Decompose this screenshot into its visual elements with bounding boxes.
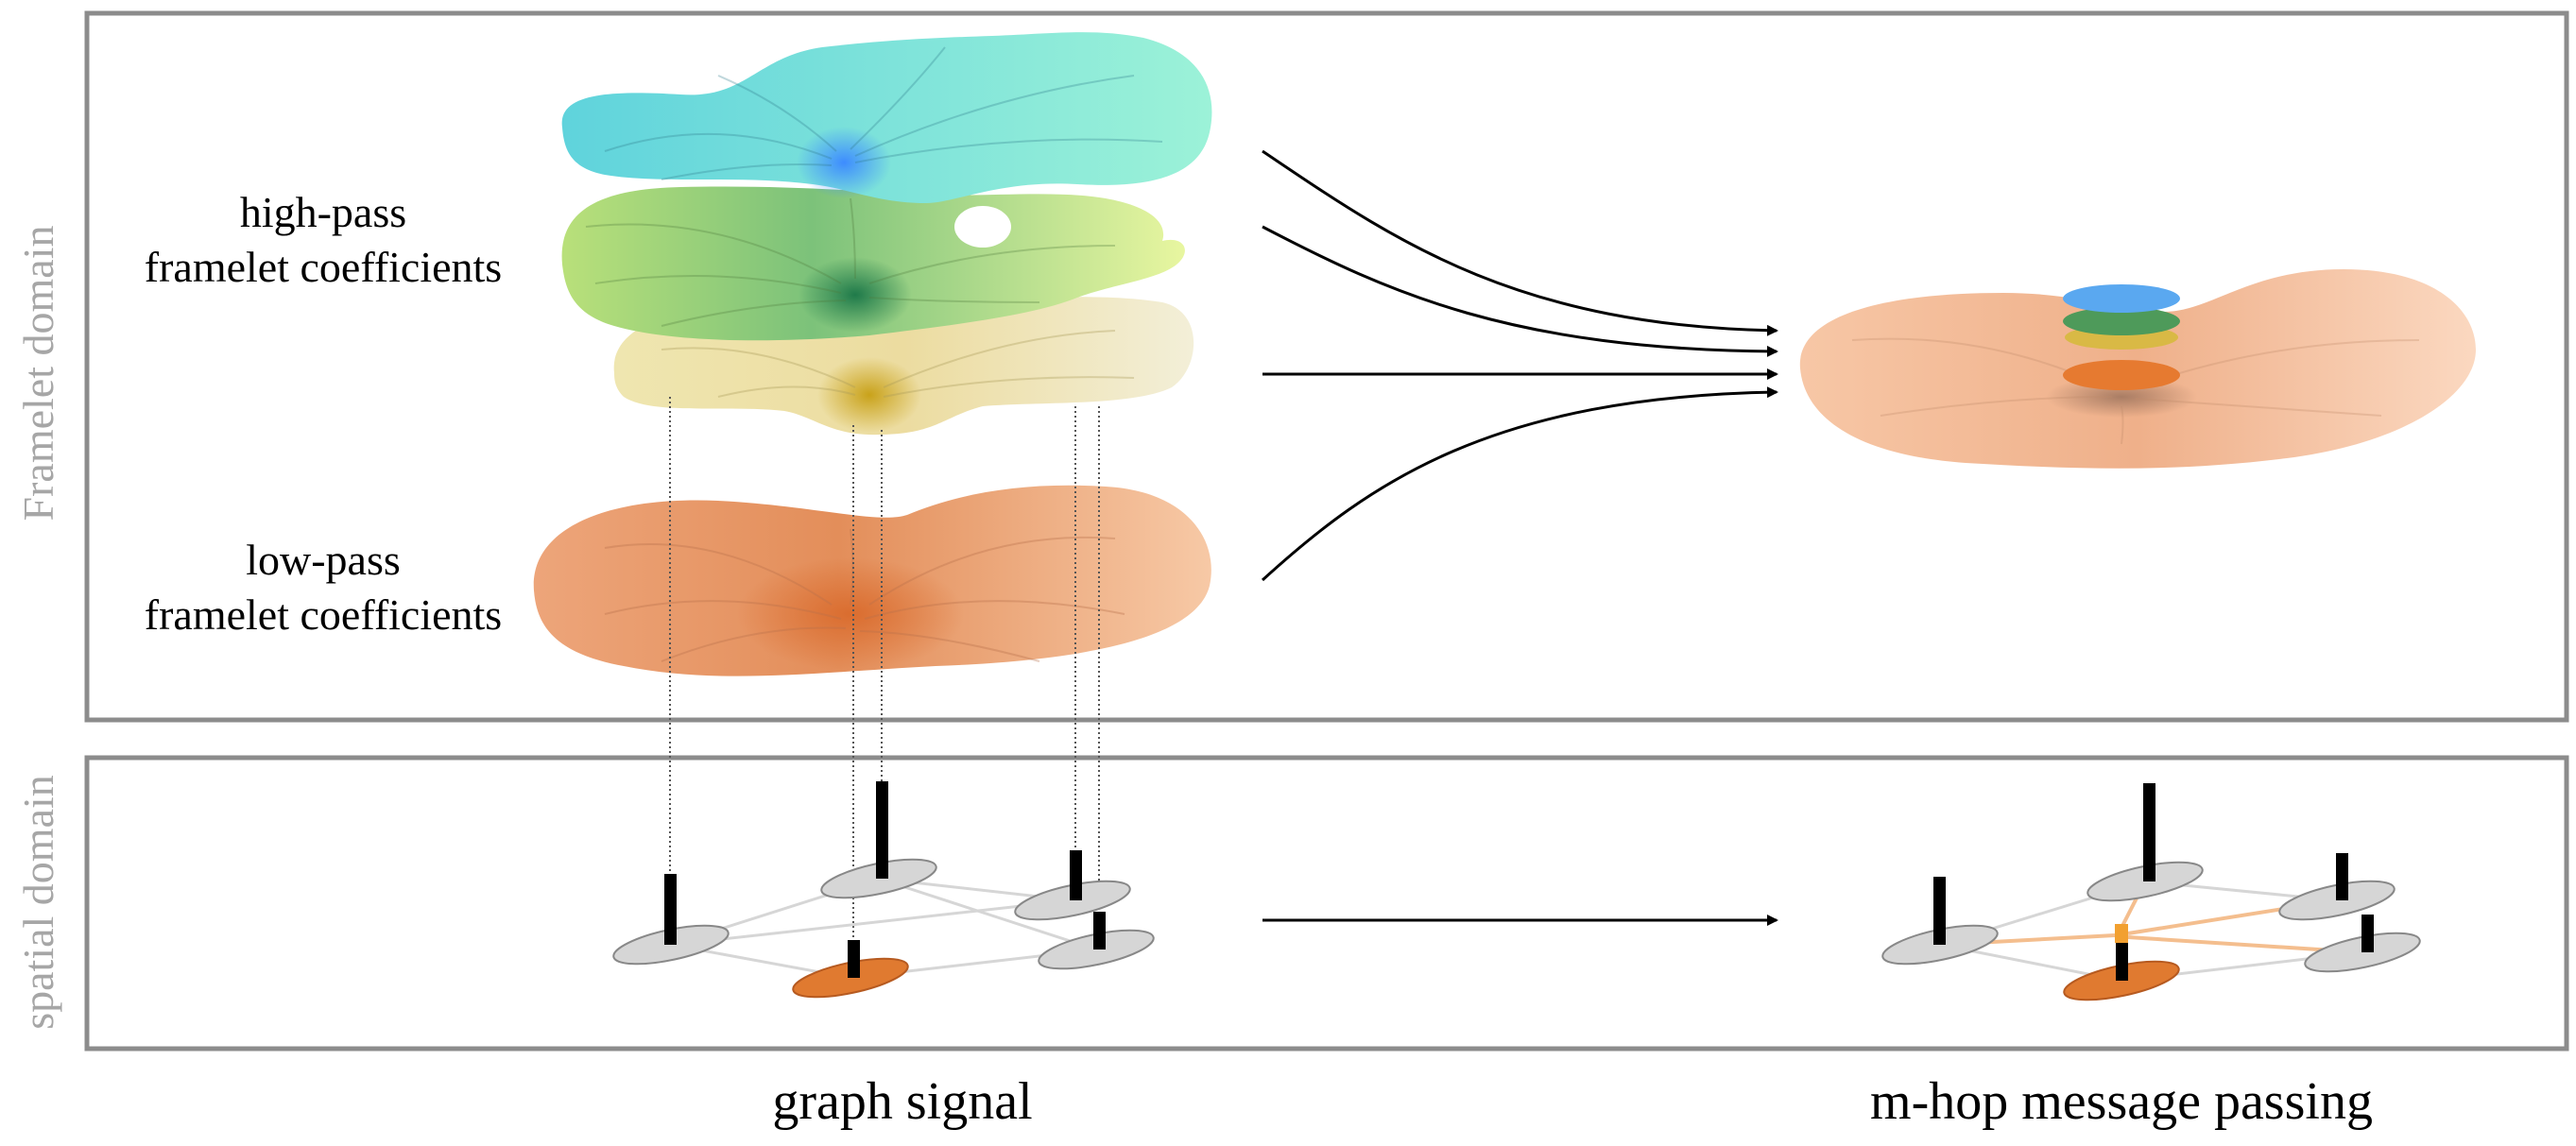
mp-bar: [1933, 877, 1946, 945]
framelet-domain-panel: [84, 10, 2569, 723]
signal-bar: [1070, 850, 1082, 900]
arrow-orange: [1261, 386, 1778, 582]
arrow-cyan: [1262, 149, 1778, 336]
signal-bars: [664, 781, 1106, 978]
aggregation-point: [2115, 924, 2128, 943]
mp-bar: [2361, 915, 2374, 952]
spatial-domain-label: spatial domain: [14, 775, 62, 1030]
mp-bar: [2143, 783, 2155, 881]
stack-disc-orange: [2063, 360, 2180, 390]
message-passing-label: m-hop message passing: [1870, 1072, 2373, 1131]
mp-bar: [2336, 853, 2348, 900]
low-pass-layer: [533, 485, 1211, 676]
arrow-green: [1262, 225, 1778, 357]
signal-bar: [876, 781, 888, 879]
mp-bar: [2116, 943, 2128, 981]
fusion-arrows: [1261, 149, 1778, 582]
signal-bar: [1093, 912, 1106, 949]
high-pass-label-line2: framelet coefficients: [145, 243, 502, 291]
mp-bars: [1933, 783, 2374, 981]
framelet-domain-label: Framelet domain: [14, 226, 62, 522]
low-pass-label-line1: low-pass: [246, 536, 401, 584]
signal-bar: [848, 940, 860, 978]
stack-disc-green: [2063, 307, 2180, 335]
graph-signal: [612, 781, 1155, 999]
projection-lines: [669, 397, 1100, 949]
message-passing-graph: [1881, 783, 2421, 1001]
stack-disc-blue: [2063, 284, 2180, 313]
high-pass-layer-green: [561, 186, 1185, 341]
low-pass-label-line2: framelet coefficients: [145, 590, 502, 639]
fused-layer: [1799, 269, 2476, 469]
spatial-domain-panel: [84, 755, 2569, 1052]
high-pass-layer-cyan: [561, 32, 1212, 204]
graph-signal-label: graph signal: [772, 1072, 1032, 1131]
signal-bar: [664, 874, 677, 945]
high-pass-label-line1: high-pass: [240, 188, 406, 236]
